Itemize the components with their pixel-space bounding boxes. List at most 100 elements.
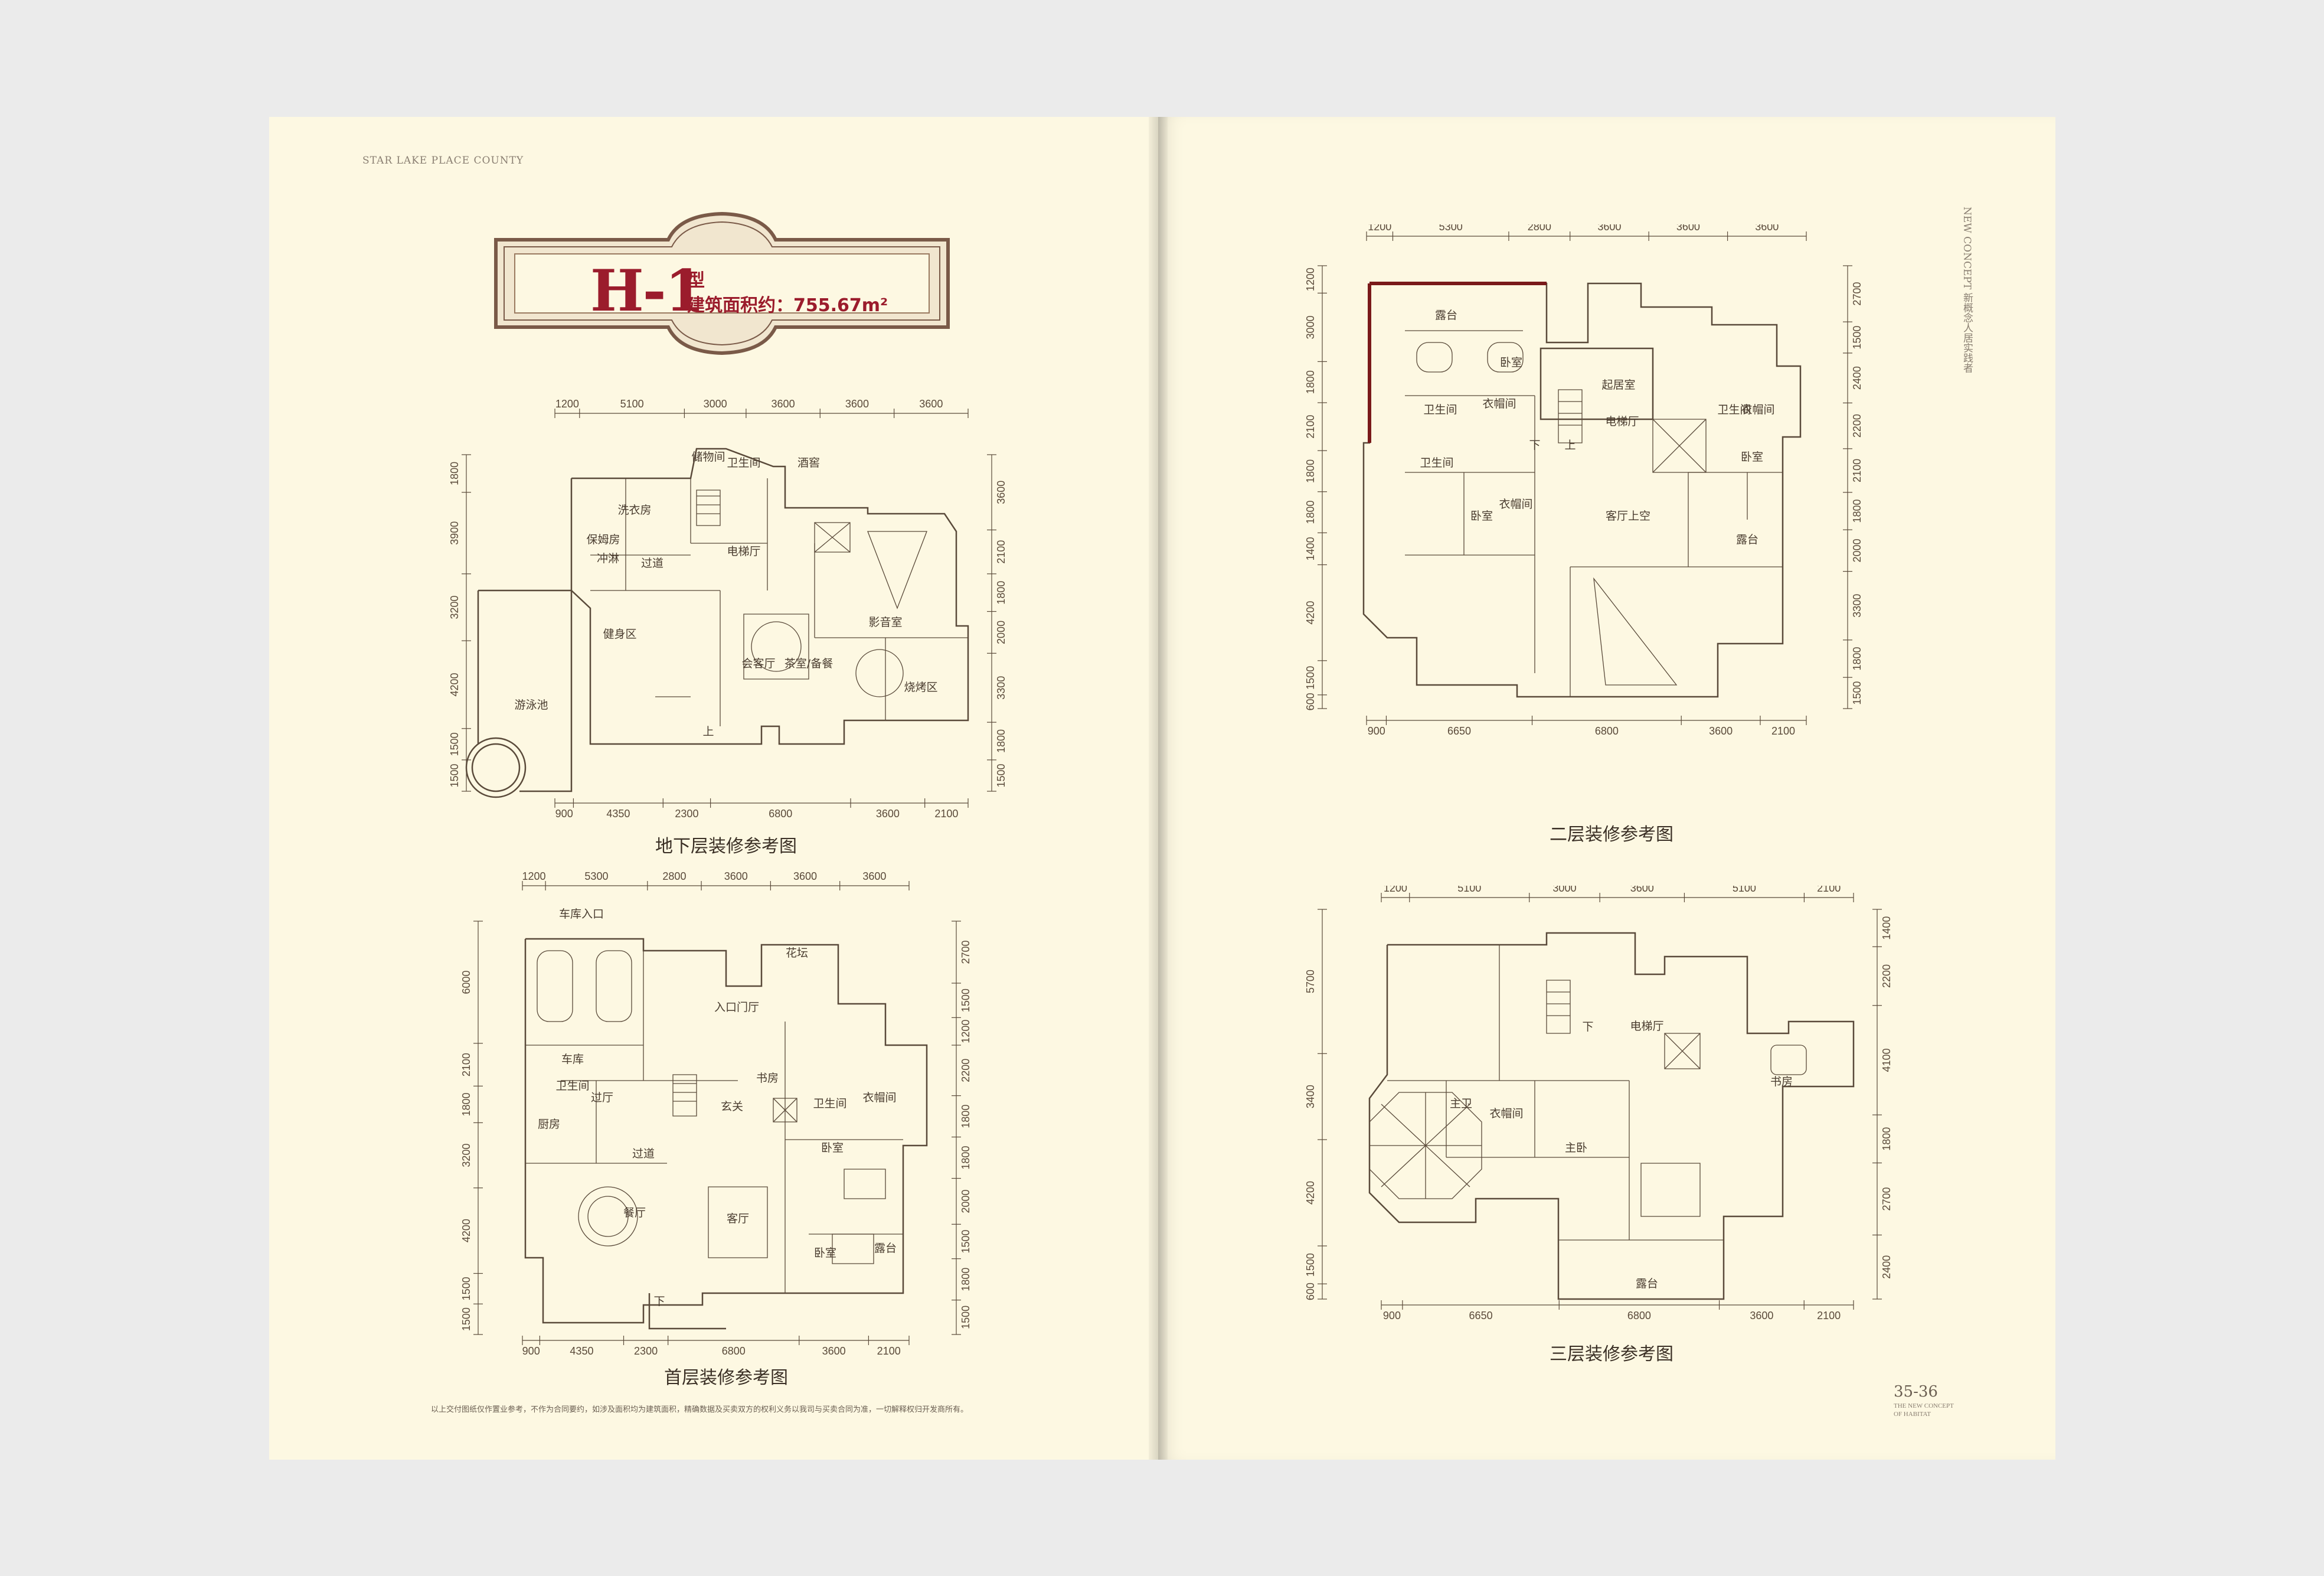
dimension-label: 1500 xyxy=(960,988,972,1012)
room-label: 卫生间 xyxy=(1717,403,1751,416)
room-label: 客厅上空 xyxy=(1606,510,1650,523)
room-label: 影音室 xyxy=(868,616,902,629)
dimension-label: 2000 xyxy=(995,621,1007,644)
room-label: 入口门厅 xyxy=(714,1001,759,1014)
room-label: 储物间 xyxy=(691,451,725,464)
dimension-label: 1500 xyxy=(449,732,460,756)
dimension-label: 2800 xyxy=(1528,224,1551,233)
dimension-label: 2100 xyxy=(1305,415,1316,439)
dimension-label: 6800 xyxy=(769,808,792,820)
dimension-label: 2300 xyxy=(634,1345,658,1357)
dimension-label: 1200 xyxy=(522,870,546,882)
dimension-label: 6650 xyxy=(1447,725,1471,737)
dimension-label: 1400 xyxy=(1881,916,1892,940)
room-label: 冲淋 xyxy=(597,552,619,565)
dimension-label: 1500 xyxy=(1851,325,1863,349)
dimension-label: 1800 xyxy=(960,1268,972,1291)
area-label: 建筑面积约：755.67m² xyxy=(687,295,888,316)
dimension-label: 1400 xyxy=(1305,537,1316,560)
dimension-label: 4100 xyxy=(1881,1048,1892,1072)
room-label: 主卫 xyxy=(1450,1097,1472,1110)
dimension-label: 3300 xyxy=(1851,594,1863,618)
dimension-label: 2100 xyxy=(1851,459,1863,482)
dimension-label: 2700 xyxy=(1881,1187,1892,1210)
room-label: 过道 xyxy=(632,1147,655,1160)
room-label: 主卧 xyxy=(1565,1141,1587,1154)
dimension-label: 3600 xyxy=(995,481,1007,504)
dimension-label: 2200 xyxy=(1881,964,1892,988)
room-label: 露台 xyxy=(874,1242,897,1255)
room-label: 车库 xyxy=(561,1053,584,1066)
dimension-label: 1500 xyxy=(960,1306,972,1329)
dimension-label: 3200 xyxy=(449,595,460,619)
room-label: 餐厅 xyxy=(623,1206,646,1219)
title-cartouche xyxy=(491,210,953,357)
type-suffix: 型 xyxy=(687,270,705,291)
second-caption: 二层装修参考图 xyxy=(1550,824,1673,845)
right-page xyxy=(1158,117,2055,1460)
dimension-label: 6800 xyxy=(722,1345,746,1357)
dimension-label: 3600 xyxy=(919,398,943,410)
room-label: 起居室 xyxy=(1601,378,1635,391)
dimension-label: 1500 xyxy=(960,1229,972,1253)
room-label: 过厅 xyxy=(591,1091,613,1104)
dimension-label: 2100 xyxy=(877,1345,901,1357)
dimension-label: 2100 xyxy=(934,808,958,820)
dimension-label: 1800 xyxy=(995,729,1007,753)
room-label: 花坛 xyxy=(786,947,808,960)
dimension-label: 2300 xyxy=(675,808,698,820)
room-label: 衣帽间 xyxy=(1741,403,1774,416)
dimension-label: 1800 xyxy=(995,581,1007,605)
type-code: H-1 xyxy=(590,257,704,324)
room-label: 卫生间 xyxy=(555,1079,589,1092)
ground-caption: 首层装修参考图 xyxy=(664,1368,788,1388)
dimension-label: 5100 xyxy=(1733,886,1756,894)
room-label: 客厅 xyxy=(727,1212,749,1225)
room-label: 厨房 xyxy=(538,1118,560,1131)
dimension-label: 4200 xyxy=(1305,1181,1316,1205)
dimension-label: 3000 xyxy=(1305,315,1316,339)
room-label: 电梯厅 xyxy=(1605,415,1639,428)
room-label: 上 xyxy=(702,725,714,738)
dimension-label: 4200 xyxy=(449,673,460,696)
dimension-label: 1200 xyxy=(960,1020,972,1043)
dimension-label: 3200 xyxy=(460,1144,472,1167)
basement-caption: 地下层装修参考图 xyxy=(655,836,797,857)
dimension-label: 3000 xyxy=(704,398,727,410)
dimension-label: 2000 xyxy=(960,1189,972,1213)
room-label: 下 xyxy=(1582,1020,1593,1033)
dimension-label: 900 xyxy=(555,808,573,820)
room-label: 衣帽间 xyxy=(1489,1107,1523,1120)
room-label: 衣帽间 xyxy=(1499,498,1532,511)
dimension-label: 1800 xyxy=(1305,501,1316,524)
dimension-label: 5100 xyxy=(620,398,644,410)
room-label: 衣帽间 xyxy=(1482,397,1516,410)
dimension-label: 2200 xyxy=(960,1059,972,1082)
room-label: 电梯厅 xyxy=(727,545,760,558)
dimension-label: 3600 xyxy=(862,870,886,882)
room-label: 上 xyxy=(1564,439,1576,452)
dimension-label: 900 xyxy=(522,1345,540,1357)
dimension-label: 1200 xyxy=(1305,267,1316,291)
dimension-label: 3600 xyxy=(793,870,817,882)
dimension-label: 1800 xyxy=(1851,647,1863,670)
room-label: 茶室/备餐 xyxy=(785,657,833,670)
dimension-label: 6000 xyxy=(460,970,472,994)
room-label: 健身区 xyxy=(603,628,636,641)
dimension-label: 1800 xyxy=(460,1092,472,1116)
dimension-label: 3600 xyxy=(1709,725,1733,737)
dimension-label: 3400 xyxy=(1305,1085,1316,1108)
room-label: 烧烤区 xyxy=(904,681,937,694)
dimension-label: 3600 xyxy=(1630,886,1654,894)
page-subtitle-1: THE NEW CONCEPT xyxy=(1894,1402,1954,1409)
dimension-label: 600 xyxy=(1305,693,1316,710)
room-label: 卧室 xyxy=(821,1141,844,1154)
dimension-label: 3600 xyxy=(724,870,748,882)
dimension-label: 4350 xyxy=(606,808,630,820)
running-title: STAR LAKE PLACE COUNTY xyxy=(362,155,524,167)
dimension-label: 3600 xyxy=(1676,224,1700,233)
page-numbers: 35-36 xyxy=(1894,1383,1938,1401)
dimension-label: 2700 xyxy=(960,940,972,964)
dimension-label: 2100 xyxy=(1817,886,1841,894)
